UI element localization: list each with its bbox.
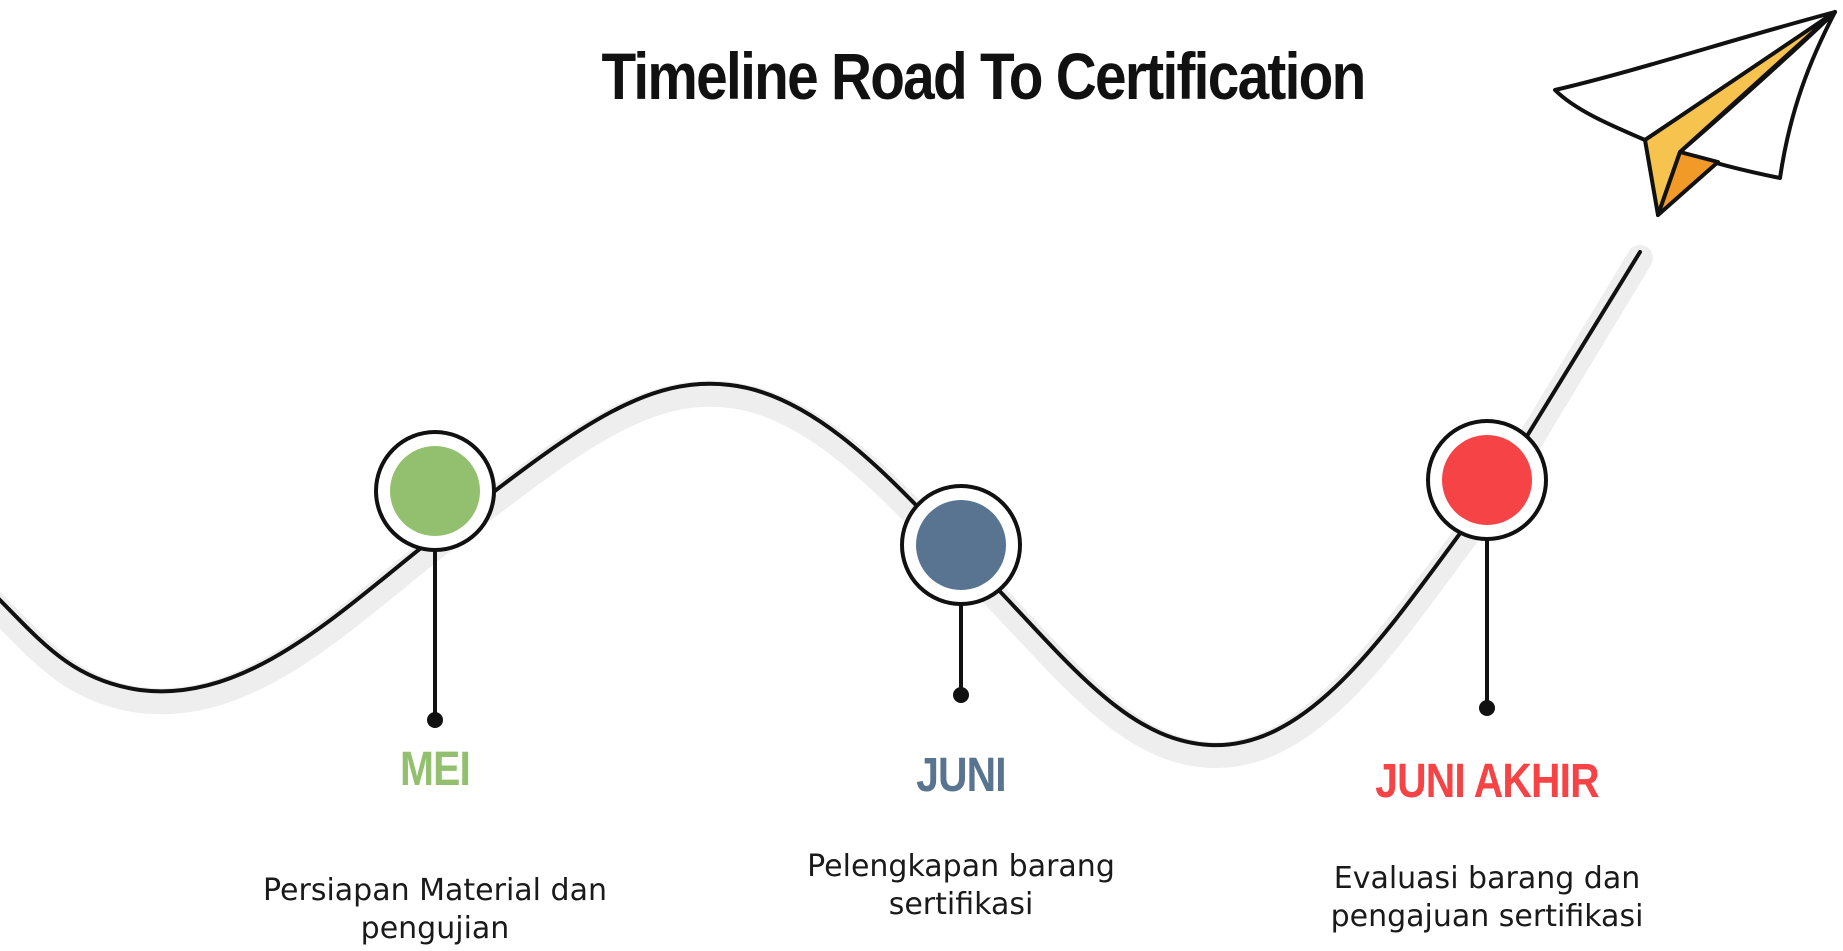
- milestone-desc-mei: Persiapan Material dan pengujian: [263, 873, 607, 946]
- milestone-dot: [916, 500, 1006, 590]
- milestone-desc-juni-akhir: Evaluasi barang dan pengajuan sertifikas…: [1330, 861, 1644, 934]
- milestone-dot: [390, 446, 480, 536]
- milestone-mei: [374, 430, 496, 728]
- plane-fold: [1656, 150, 1720, 217]
- milestone-label-juni-akhir: JUNI AKHIR: [1375, 755, 1599, 808]
- milestone-desc-juni: Pelengkapan barang sertifikasi: [807, 849, 1115, 922]
- stem-end-dot: [1479, 700, 1495, 716]
- stem-end-dot: [427, 712, 443, 728]
- paper-plane-icon: [1553, 10, 1837, 217]
- milestone-label-mei: MEI: [400, 743, 471, 796]
- milestone-label-juni: JUNI: [916, 749, 1006, 802]
- milestone-juni-akhir: [1426, 419, 1548, 716]
- milestone-juni: [900, 484, 1022, 703]
- road-path: [0, 250, 1642, 748]
- milestone-dot: [1442, 435, 1532, 525]
- stem-end-dot: [953, 687, 969, 703]
- page-title: Timeline Road To Certification: [601, 39, 1366, 113]
- road-path-shadow: [0, 245, 1653, 769]
